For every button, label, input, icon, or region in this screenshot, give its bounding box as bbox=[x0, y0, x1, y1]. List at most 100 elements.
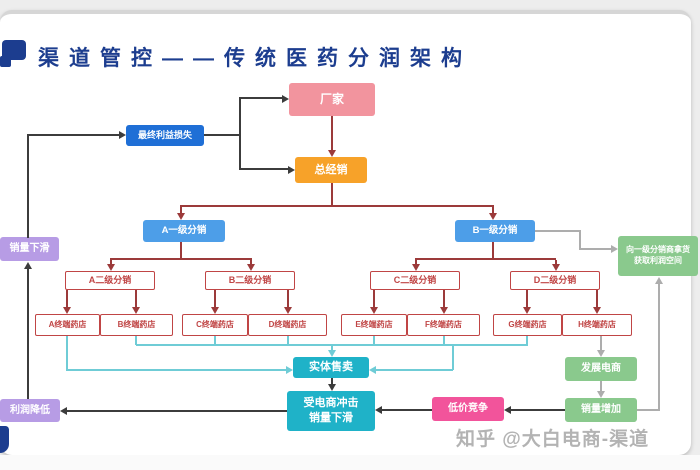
connector-line bbox=[637, 409, 660, 411]
connector-line bbox=[204, 134, 240, 136]
connector-line bbox=[239, 97, 283, 99]
connector-line bbox=[579, 230, 581, 249]
connector-line bbox=[66, 336, 68, 370]
node-pharmacy-a: A终端药店 bbox=[35, 314, 100, 336]
arrowhead bbox=[283, 307, 292, 314]
corner-accent bbox=[0, 426, 9, 453]
node-sales-decline: 销量下滑 bbox=[0, 237, 59, 261]
arrowhead bbox=[131, 307, 140, 314]
connector-line bbox=[66, 369, 287, 371]
arrowhead bbox=[592, 307, 601, 314]
connector-line bbox=[239, 98, 241, 170]
connector-line bbox=[66, 290, 68, 308]
connector-line bbox=[27, 135, 29, 238]
arrowhead bbox=[596, 350, 605, 357]
arrowhead bbox=[62, 307, 71, 314]
connector-line bbox=[110, 258, 252, 260]
connector-line bbox=[535, 230, 581, 232]
node-tier2-c: C二级分销 bbox=[370, 271, 460, 290]
arrowhead bbox=[327, 350, 336, 357]
connector-line bbox=[375, 369, 453, 371]
connector-line bbox=[415, 258, 556, 260]
connector-line bbox=[27, 134, 120, 136]
arrowhead bbox=[611, 244, 618, 253]
arrowhead bbox=[119, 130, 126, 139]
arrowhead bbox=[488, 213, 497, 220]
connector-line bbox=[509, 409, 565, 411]
node-buy-from-tier1: 向一级分销商拿货 获取利润空间 bbox=[618, 236, 698, 276]
node-pharmacy-e: E终端药店 bbox=[341, 314, 407, 336]
node-pharmacy-h: H终端药店 bbox=[562, 314, 632, 336]
page-title: 渠道管控——传统医药分润架构 bbox=[38, 47, 472, 70]
connector-line bbox=[331, 116, 333, 151]
connector-line bbox=[443, 336, 445, 345]
connector-line bbox=[492, 242, 494, 259]
node-tier2-a: A二级分销 bbox=[65, 271, 155, 290]
connector-line bbox=[239, 168, 289, 170]
arrowhead bbox=[654, 277, 663, 284]
arrowhead bbox=[176, 213, 185, 220]
node-ecommerce-hit: 受电商冲击 销量下滑 bbox=[287, 391, 375, 431]
node-low-price: 低价竞争 bbox=[432, 397, 504, 421]
arrowhead bbox=[375, 405, 382, 414]
arrowhead bbox=[106, 264, 115, 271]
connector-line bbox=[658, 283, 660, 410]
arrowhead bbox=[522, 307, 531, 314]
node-tier2-d: D二级分销 bbox=[510, 271, 600, 290]
connector-line bbox=[600, 336, 602, 351]
chat-bubble-icon bbox=[0, 38, 30, 74]
node-pharmacy-f: F终端药店 bbox=[407, 314, 480, 336]
arrowhead bbox=[596, 391, 605, 398]
node-pharmacy-b: B终端药店 bbox=[100, 314, 173, 336]
connector-line bbox=[250, 260, 252, 265]
arrowhead bbox=[246, 264, 255, 271]
watermark: 知乎 @大白电商-渠道 bbox=[456, 429, 650, 450]
node-profit-decrease: 利润降低 bbox=[0, 399, 60, 422]
node-general-distributor: 总经销 bbox=[295, 157, 367, 183]
arrowhead bbox=[282, 94, 289, 103]
node-final-loss: 最终利益损失 bbox=[126, 125, 204, 146]
connector-line bbox=[65, 410, 287, 412]
node-pharmacy-d: D终端药店 bbox=[248, 314, 327, 336]
arrowhead bbox=[369, 307, 378, 314]
connector-line bbox=[180, 207, 182, 214]
node-develop-ecommerce: 发展电商 bbox=[565, 357, 637, 381]
node-sales-increase: 销量增加 bbox=[565, 398, 637, 422]
node-physical-sales: 实体售卖 bbox=[293, 357, 369, 378]
connector-line bbox=[526, 336, 528, 345]
connector-line bbox=[596, 290, 598, 308]
arrowhead bbox=[411, 264, 420, 271]
connector-line bbox=[287, 336, 289, 345]
connector-line bbox=[110, 260, 112, 265]
arrowhead bbox=[439, 307, 448, 314]
connector-line bbox=[373, 336, 375, 345]
page-bottom-strip bbox=[0, 455, 700, 470]
connector-line bbox=[331, 183, 333, 206]
connector-line bbox=[555, 260, 557, 265]
connector-line bbox=[415, 260, 417, 265]
arrowhead bbox=[504, 405, 511, 414]
connector-line bbox=[214, 290, 216, 308]
connector-line bbox=[135, 290, 137, 308]
arrowhead bbox=[551, 264, 560, 271]
connector-line bbox=[180, 205, 494, 207]
connector-line bbox=[492, 207, 494, 214]
connector-line bbox=[135, 336, 137, 345]
arrowhead bbox=[288, 165, 295, 174]
connector-line bbox=[380, 409, 432, 411]
arrowhead bbox=[327, 150, 336, 157]
node-tier1-a: A一级分销 bbox=[143, 220, 225, 242]
connector-line bbox=[452, 346, 454, 370]
connector-line bbox=[287, 290, 289, 308]
connector-line bbox=[136, 344, 528, 346]
arrowhead bbox=[369, 365, 376, 374]
slide-card bbox=[0, 10, 691, 455]
connector-line bbox=[180, 242, 182, 259]
arrowhead bbox=[60, 406, 67, 415]
node-pharmacy-g: G终端药店 bbox=[493, 314, 562, 336]
connector-line bbox=[27, 268, 29, 399]
connector-line bbox=[579, 248, 612, 250]
arrowhead bbox=[286, 365, 293, 374]
node-tier1-b: B一级分销 bbox=[455, 220, 535, 242]
